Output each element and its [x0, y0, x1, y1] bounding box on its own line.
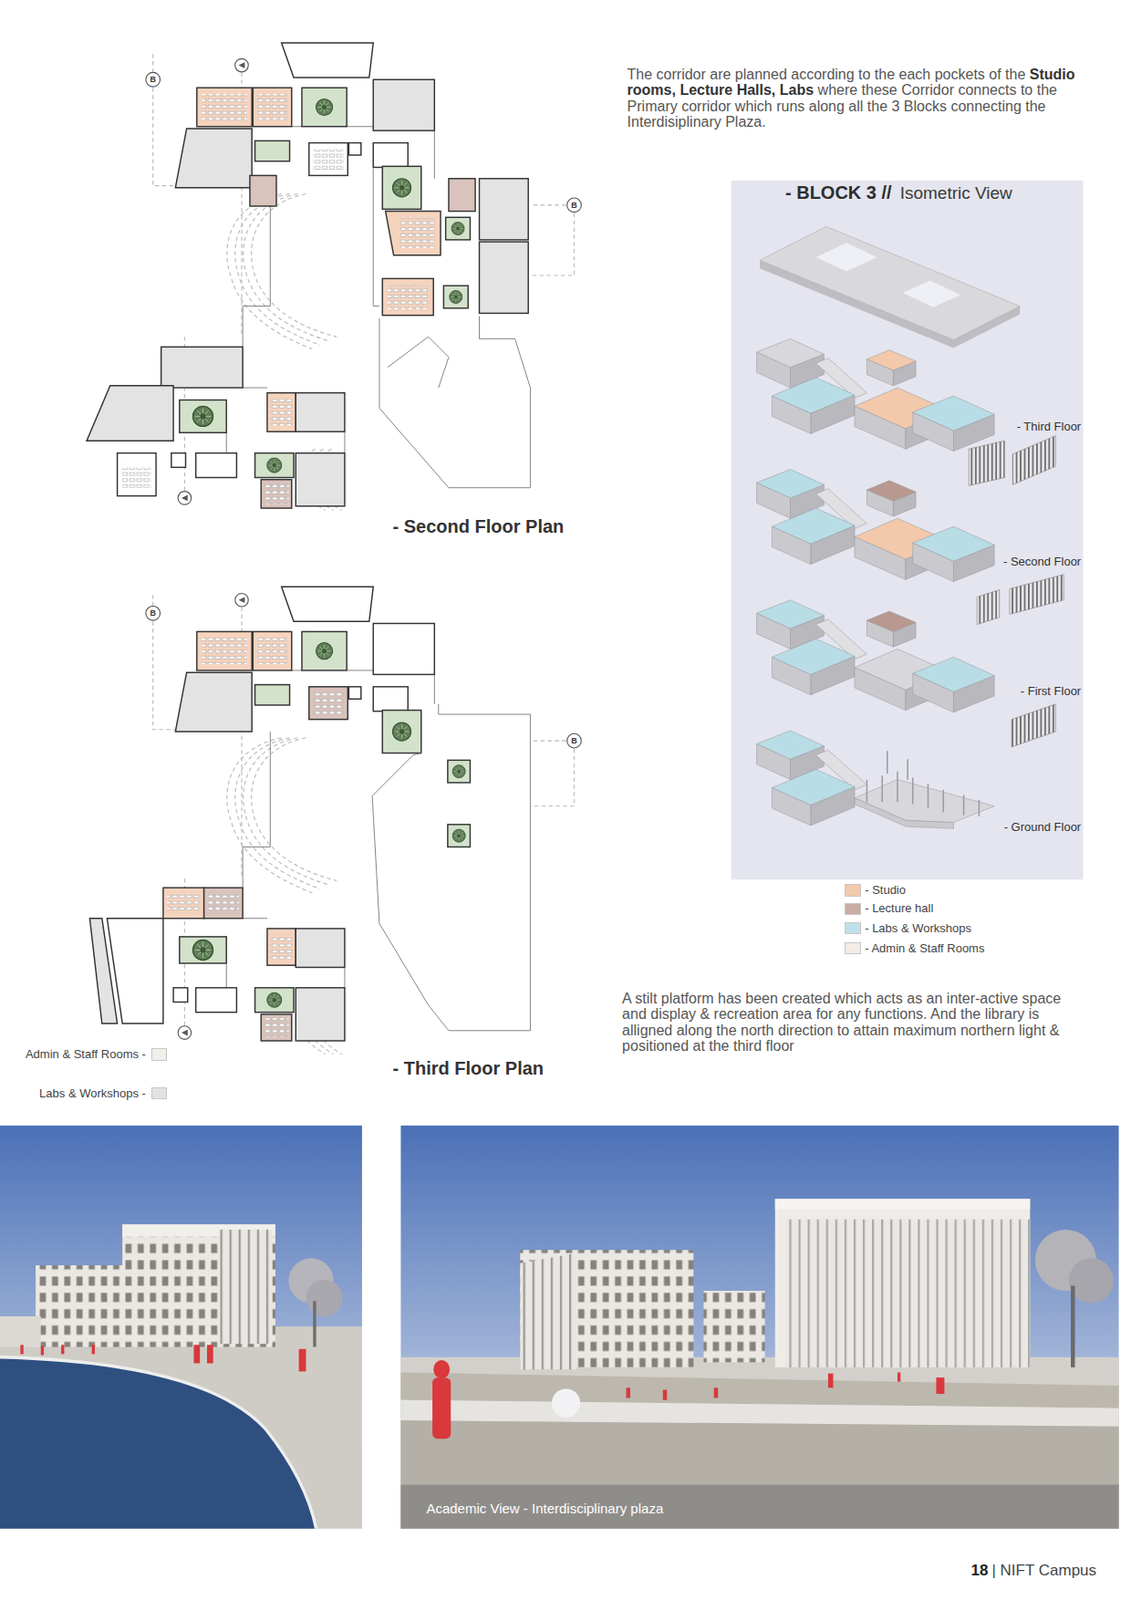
- legend-swatch: [151, 1047, 168, 1060]
- plan-title: - Third Floor Plan: [393, 1058, 545, 1080]
- legend-swatch: [151, 1087, 168, 1100]
- legend-swatch: [844, 883, 862, 896]
- legend-label: - Labs & Workshops: [864, 921, 972, 935]
- section-marker: B: [570, 200, 578, 209]
- floor-label: - Second Floor: [1003, 554, 1081, 569]
- section-marker: B: [149, 75, 156, 84]
- floor-label: - Third Floor: [1016, 419, 1082, 434]
- photo-cap: Academic View - Interdisciplinary plaza: [425, 1500, 664, 1516]
- description-paragraph: The corridor are planned according to th…: [627, 66, 1108, 131]
- legend-label: - Admin & Staff Rooms: [864, 941, 985, 955]
- second-floor-plan: [86, 42, 582, 510]
- page-footer: 18| NIFT Campus: [971, 1561, 1098, 1580]
- floor-label: - Ground Floor: [1004, 819, 1082, 834]
- legend-label: - Studio: [864, 882, 906, 897]
- legend-label: Admin & Staff Rooms -: [25, 1047, 146, 1061]
- render-right: [400, 1125, 1119, 1529]
- text-row: - BLOCK 3 // Isometric View: [785, 182, 1013, 204]
- isometric-panel: - BLOCK 3 // Isometric View: [731, 180, 1084, 880]
- section-marker: B: [149, 609, 156, 618]
- render-left: [0, 1125, 363, 1529]
- project-name: | NIFT Campus: [991, 1561, 1097, 1579]
- isometric-view: [731, 180, 1084, 880]
- legend-label: - Lecture hall: [864, 901, 934, 915]
- iso-sub: Isometric View: [900, 183, 1013, 204]
- third-floor-plan: [89, 586, 582, 1054]
- description-paragraph: A stilt platform has been created which …: [622, 990, 1071, 1055]
- legend-swatch: [844, 902, 862, 915]
- legend-swatch: [844, 922, 862, 934]
- legend-label: Labs & Workshops -: [39, 1086, 146, 1100]
- legend-swatch: [844, 942, 862, 955]
- floor-label: - First Floor: [1020, 684, 1081, 698]
- text-row: Academic View - Interdisciplinary plaza: [425, 1500, 664, 1516]
- render-view: Academic View - Interdisciplinary plaza: [400, 1124, 1119, 1528]
- page-number: 18: [971, 1561, 989, 1579]
- section-marker: B: [570, 736, 578, 745]
- plan-title: - Second Floor Plan: [393, 516, 565, 538]
- iso-head: - BLOCK 3 //: [785, 182, 893, 204]
- paragraph-text: The corridor are planned according to th…: [627, 66, 1027, 83]
